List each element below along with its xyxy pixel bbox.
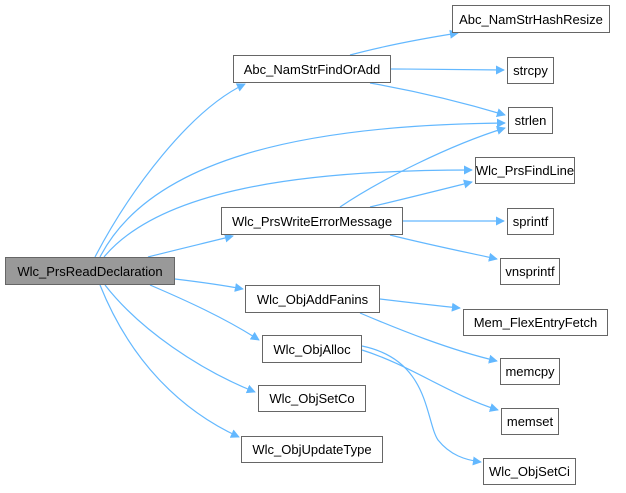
node-abc_hash[interactable]: Abc_NamStrHashResize [452,5,610,33]
edge-root-to-updatetype [99,284,240,438]
node-findline[interactable]: Wlc_PrsFindLine [475,157,575,184]
node-memset[interactable]: memset [501,408,559,435]
edge-addfanins-to-memcpy [359,312,498,364]
node-label: sprintf [512,214,549,229]
edge-root-to-abc_find [94,83,246,258]
node-updatetype[interactable]: Wlc_ObjUpdateType [241,436,383,463]
node-label: memcpy [505,364,555,379]
node-root: Wlc_PrsReadDeclaration [5,257,175,285]
edge-root-to-writeerr [147,233,234,258]
edge-abc_find-to-strlen [369,82,506,117]
edge-objalloc-to-setci [361,345,482,466]
node-vnsprintf[interactable]: vnsprintf [500,258,560,285]
node-label: Wlc_ObjAddFanins [256,291,369,307]
node-label: Abc_NamStrFindOrAdd [243,61,381,77]
edge-root-to-addfanins [174,278,244,292]
edge-abc_find-to-abc_hash [349,29,459,56]
node-setco[interactable]: Wlc_ObjSetCo [258,385,366,412]
node-label: Wlc_PrsReadDeclaration [17,263,163,279]
node-label: Wlc_ObjSetCi [489,464,570,479]
edge-writeerr-to-vnsprintf [389,234,498,262]
node-sprintf[interactable]: sprintf [507,208,554,235]
edge-root-to-setco [104,284,256,394]
node-strlen[interactable]: strlen [508,107,553,134]
node-writeerr[interactable]: Wlc_PrsWriteErrorMessage [221,207,403,235]
node-memcpy[interactable]: memcpy [500,358,560,385]
node-label: strlen [514,113,547,128]
edge-root-to-strlen [99,118,506,258]
node-label: Wlc_PrsFindLine [475,163,575,178]
node-label: Wlc_ObjSetCo [269,391,355,406]
edge-addfanins-to-memfetch [379,298,461,312]
node-label: Abc_NamStrHashResize [459,11,603,27]
node-label: strcpy [513,63,548,78]
node-abc_find[interactable]: Abc_NamStrFindOrAdd [233,55,391,83]
node-strcpy[interactable]: strcpy [507,57,554,84]
node-addfanins[interactable]: Wlc_ObjAddFanins [245,285,380,313]
edge-writeerr-to-findline [369,179,473,208]
edge-objalloc-to-memset [361,349,499,412]
edge-root-to-findline [103,165,473,258]
edge-root-to-objalloc [149,284,260,341]
node-label: memset [506,414,554,429]
edge-abc_find-to-strcpy [390,65,505,75]
node-setci[interactable]: Wlc_ObjSetCi [483,458,576,485]
node-memfetch[interactable]: Mem_FlexEntryFetch [463,309,608,336]
node-objalloc[interactable]: Wlc_ObjAlloc [262,335,362,363]
edge-writeerr-to-strlen [339,126,506,208]
node-label: Wlc_ObjAlloc [273,341,351,357]
node-label: Mem_FlexEntryFetch [473,315,598,330]
node-label: Wlc_PrsWriteErrorMessage [231,213,393,229]
node-label: Wlc_ObjUpdateType [252,442,372,457]
node-label: vnsprintf [505,264,555,279]
